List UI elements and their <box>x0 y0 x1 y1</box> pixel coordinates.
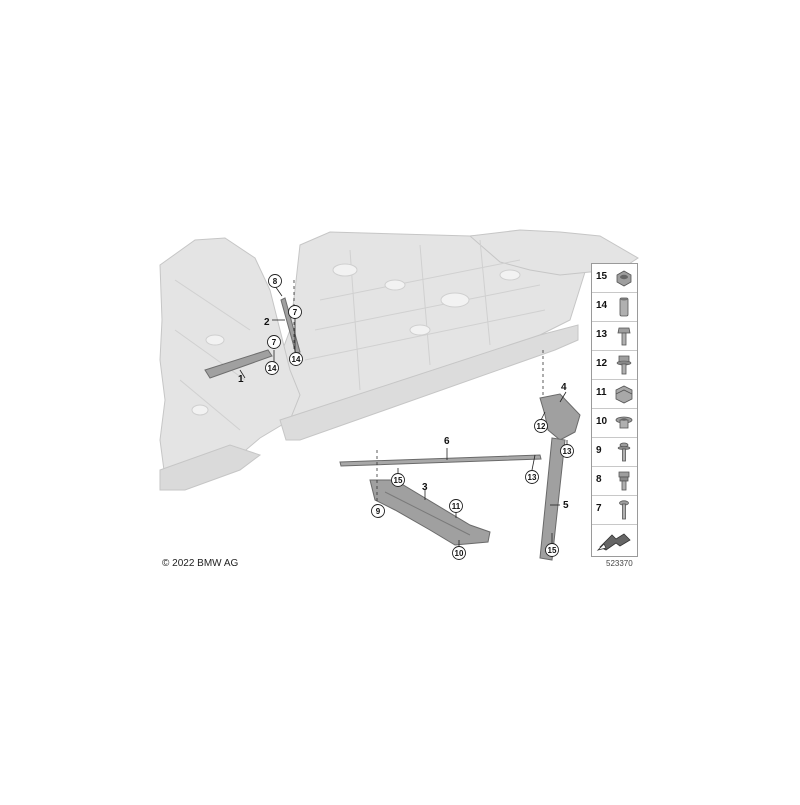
hex-bolt-icon <box>617 327 631 346</box>
callout-4: 4 <box>561 382 567 393</box>
legend-row-7: 7 <box>592 496 637 525</box>
legend-row-15: 15 <box>592 264 637 293</box>
spacer-sleeve-icon <box>619 297 629 317</box>
callout-circle-13b: 13 <box>560 444 574 458</box>
legend-num: 12 <box>596 358 608 369</box>
reference-lines <box>293 280 544 505</box>
callout-2: 2 <box>264 317 270 328</box>
legend-row-11: 11 <box>592 380 637 409</box>
callout-1: 1 <box>238 374 244 385</box>
part-3-panel <box>369 479 491 546</box>
legend-num: 15 <box>596 271 608 282</box>
callout-circle-12: 12 <box>534 419 548 433</box>
legend-row-8: 8 <box>592 467 637 496</box>
direction-arrow-icon-svg <box>594 530 635 552</box>
legend-num: 8 <box>596 474 602 485</box>
callout-circle-8: 8 <box>268 274 282 288</box>
callout-circle-15b: 15 <box>545 543 559 557</box>
torx-screw-icon <box>619 500 629 520</box>
callout-6: 6 <box>444 436 450 447</box>
svg-text:7: 7 <box>293 308 298 317</box>
svg-text:12: 12 <box>537 422 546 431</box>
callout-5: 5 <box>563 500 569 511</box>
vehicle-underbody <box>159 229 639 491</box>
part-1-strut <box>204 349 273 379</box>
callout-circle-9: 9 <box>371 504 385 518</box>
legend-num: 9 <box>596 445 602 456</box>
callout-circle-10: 10 <box>452 546 466 560</box>
legend-row-9: 9 <box>592 438 637 467</box>
legend-row-14: 14 <box>592 293 637 322</box>
direction-arrow-icon <box>594 530 635 552</box>
svg-text:11: 11 <box>452 502 461 511</box>
svg-text:14: 14 <box>268 364 277 373</box>
callout-circle-7b: 7 <box>288 305 302 319</box>
copyright-text: © 2022 BMW AG <box>162 558 239 569</box>
part-4-bracket <box>539 393 581 441</box>
legend-num: 14 <box>596 300 608 311</box>
flange-nut-icon <box>616 270 632 287</box>
fastener-legend: 15 14 13 12 11 10 <box>591 263 638 557</box>
circled-callouts: 7 8 7 14 14 9 15 11 <box>265 274 574 560</box>
screw-with-washer-icon <box>617 442 631 462</box>
callout-circle-7a: 7 <box>267 335 281 349</box>
callout-circle-14a: 14 <box>265 361 279 375</box>
legend-row-12: 12 <box>592 351 637 380</box>
legend-num: 13 <box>596 329 608 340</box>
legend-num: 11 <box>596 387 607 398</box>
diagram-id: 523370 <box>606 559 633 568</box>
part-6-tension-rod <box>339 454 542 467</box>
part-5-strut <box>539 437 566 561</box>
callout-circle-11: 11 <box>449 499 463 513</box>
callout-circle-14b: 14 <box>289 352 303 366</box>
legend-row-10: 10 <box>592 409 637 438</box>
svg-text:13: 13 <box>563 447 572 456</box>
callout-circle-13a: 13 <box>525 470 539 484</box>
flange-bolt-icon <box>616 355 632 375</box>
svg-text:9: 9 <box>376 507 381 516</box>
svg-text:13: 13 <box>528 473 537 482</box>
callout-3: 3 <box>422 482 428 493</box>
svg-text:10: 10 <box>455 549 464 558</box>
legend-num: 7 <box>596 503 602 514</box>
svg-text:8: 8 <box>273 277 278 286</box>
plain-callouts: 1 2 3 4 5 6 <box>238 317 569 511</box>
rivet-nut-icon <box>615 416 633 429</box>
clip-nut-icon <box>615 385 633 404</box>
collar-bolt-icon <box>618 471 630 491</box>
svg-text:14: 14 <box>292 355 301 364</box>
leader-lines <box>239 285 568 547</box>
legend-num: 10 <box>596 416 608 427</box>
legend-row-13: 13 <box>592 322 637 351</box>
callout-circle-15a: 15 <box>391 473 405 487</box>
svg-text:15: 15 <box>548 546 557 555</box>
svg-text:15: 15 <box>394 476 403 485</box>
svg-text:7: 7 <box>272 338 277 347</box>
